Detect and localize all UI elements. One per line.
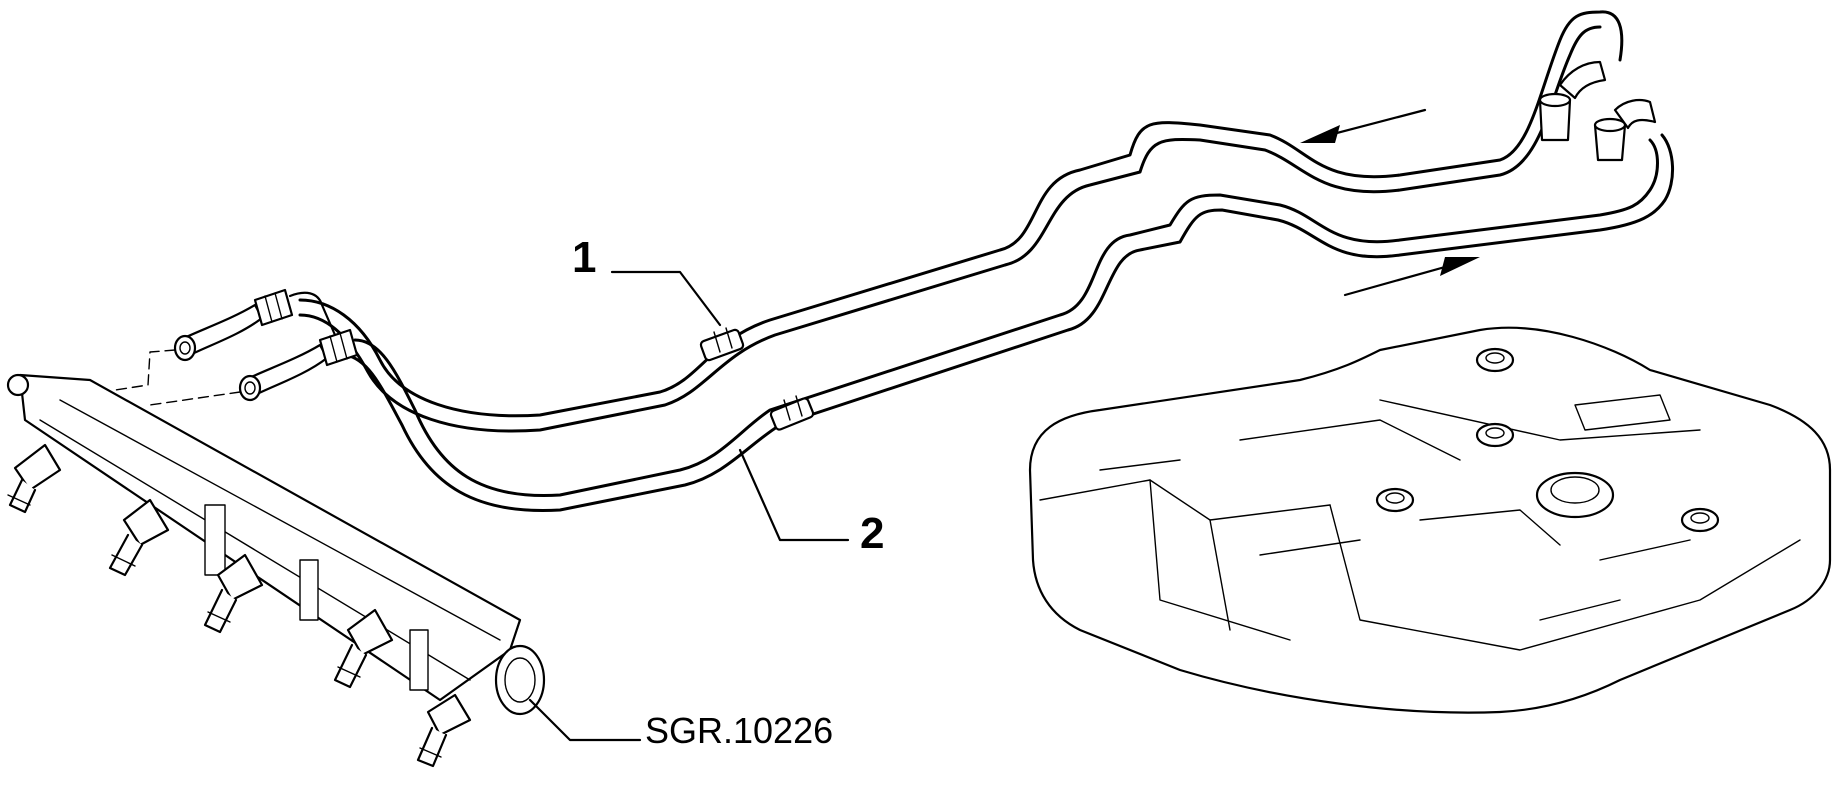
- drawing-reference-label: SGR.10226: [645, 710, 833, 751]
- fuel-rail: [6, 373, 546, 716]
- pipe-coupling-lower: [769, 395, 815, 431]
- pipe-coupling-upper: [699, 327, 745, 362]
- callout-1-label: 1: [572, 233, 596, 282]
- callout-2: 2: [738, 448, 884, 558]
- rail-hose-upper: [173, 288, 337, 362]
- flow-arrow-right: [1343, 257, 1480, 297]
- flow-arrow-left: [1300, 108, 1427, 143]
- tank-connector-right: [1593, 99, 1657, 162]
- injector-3: [203, 553, 264, 634]
- fuel-tank: [1028, 326, 1832, 714]
- rail-hose-lower: [238, 328, 359, 402]
- injector-1: [7, 443, 62, 514]
- fuel-pipe-2: [343, 133, 1675, 513]
- injector-5: [416, 693, 472, 768]
- tank-connector-left: [1538, 60, 1607, 142]
- callout-1: 1: [572, 233, 722, 327]
- fuel-pipe-1: [298, 10, 1624, 433]
- drawing-reference: SGR.10226: [528, 698, 833, 751]
- callout-2-label: 2: [860, 509, 884, 558]
- injector-2: [108, 498, 170, 577]
- injector-4: [333, 608, 394, 689]
